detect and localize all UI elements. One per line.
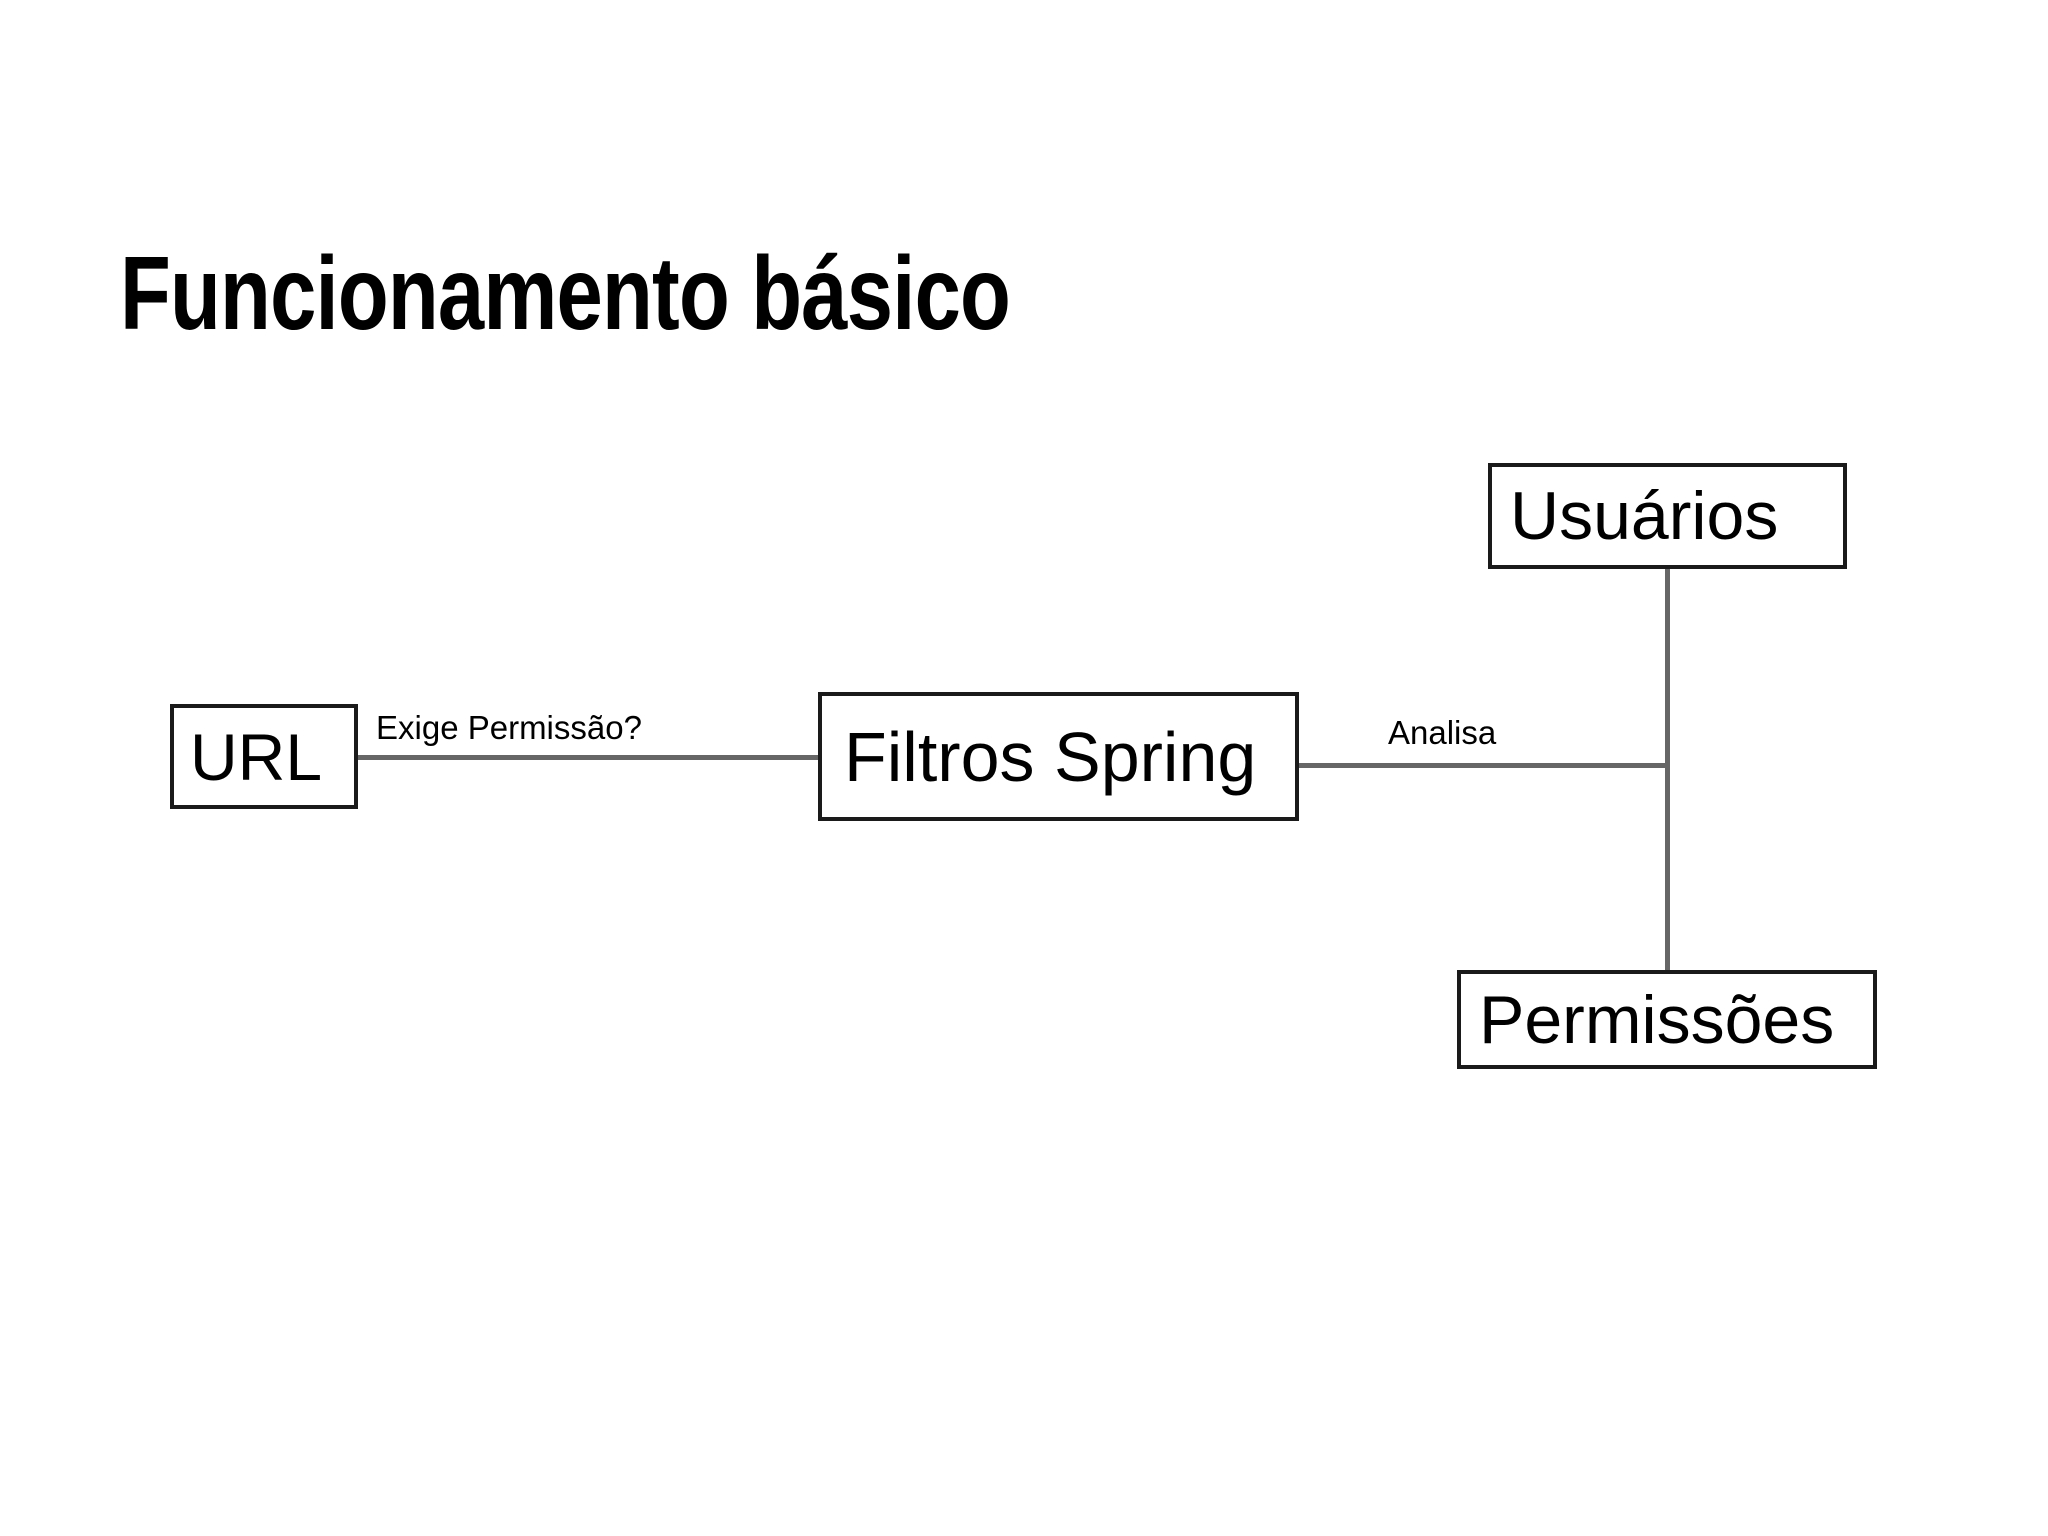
edge-label-analisa: Analisa (1388, 714, 1497, 751)
connector-hub-to-permissoes (1665, 763, 1670, 972)
edge-label-exige-permissao: Exige Permissão? (376, 709, 642, 746)
node-usuarios[interactable]: Usuários (1488, 463, 1847, 569)
connector-usuarios-to-hub (1665, 566, 1670, 766)
node-permissoes-label: Permissões (1479, 981, 1835, 1058)
node-url-label: URL (190, 719, 323, 794)
node-usuarios-label: Usuários (1510, 478, 1779, 554)
page-title: Funcionamento básico (120, 235, 1011, 352)
connector-url-to-filtros (357, 755, 819, 760)
node-permissoes[interactable]: Permissões (1457, 970, 1877, 1069)
connector-filtros-to-hub (1297, 763, 1669, 768)
node-filtros-spring[interactable]: Filtros Spring (818, 692, 1299, 821)
node-filtros-spring-label: Filtros Spring (844, 717, 1257, 796)
node-url[interactable]: URL (170, 704, 358, 809)
